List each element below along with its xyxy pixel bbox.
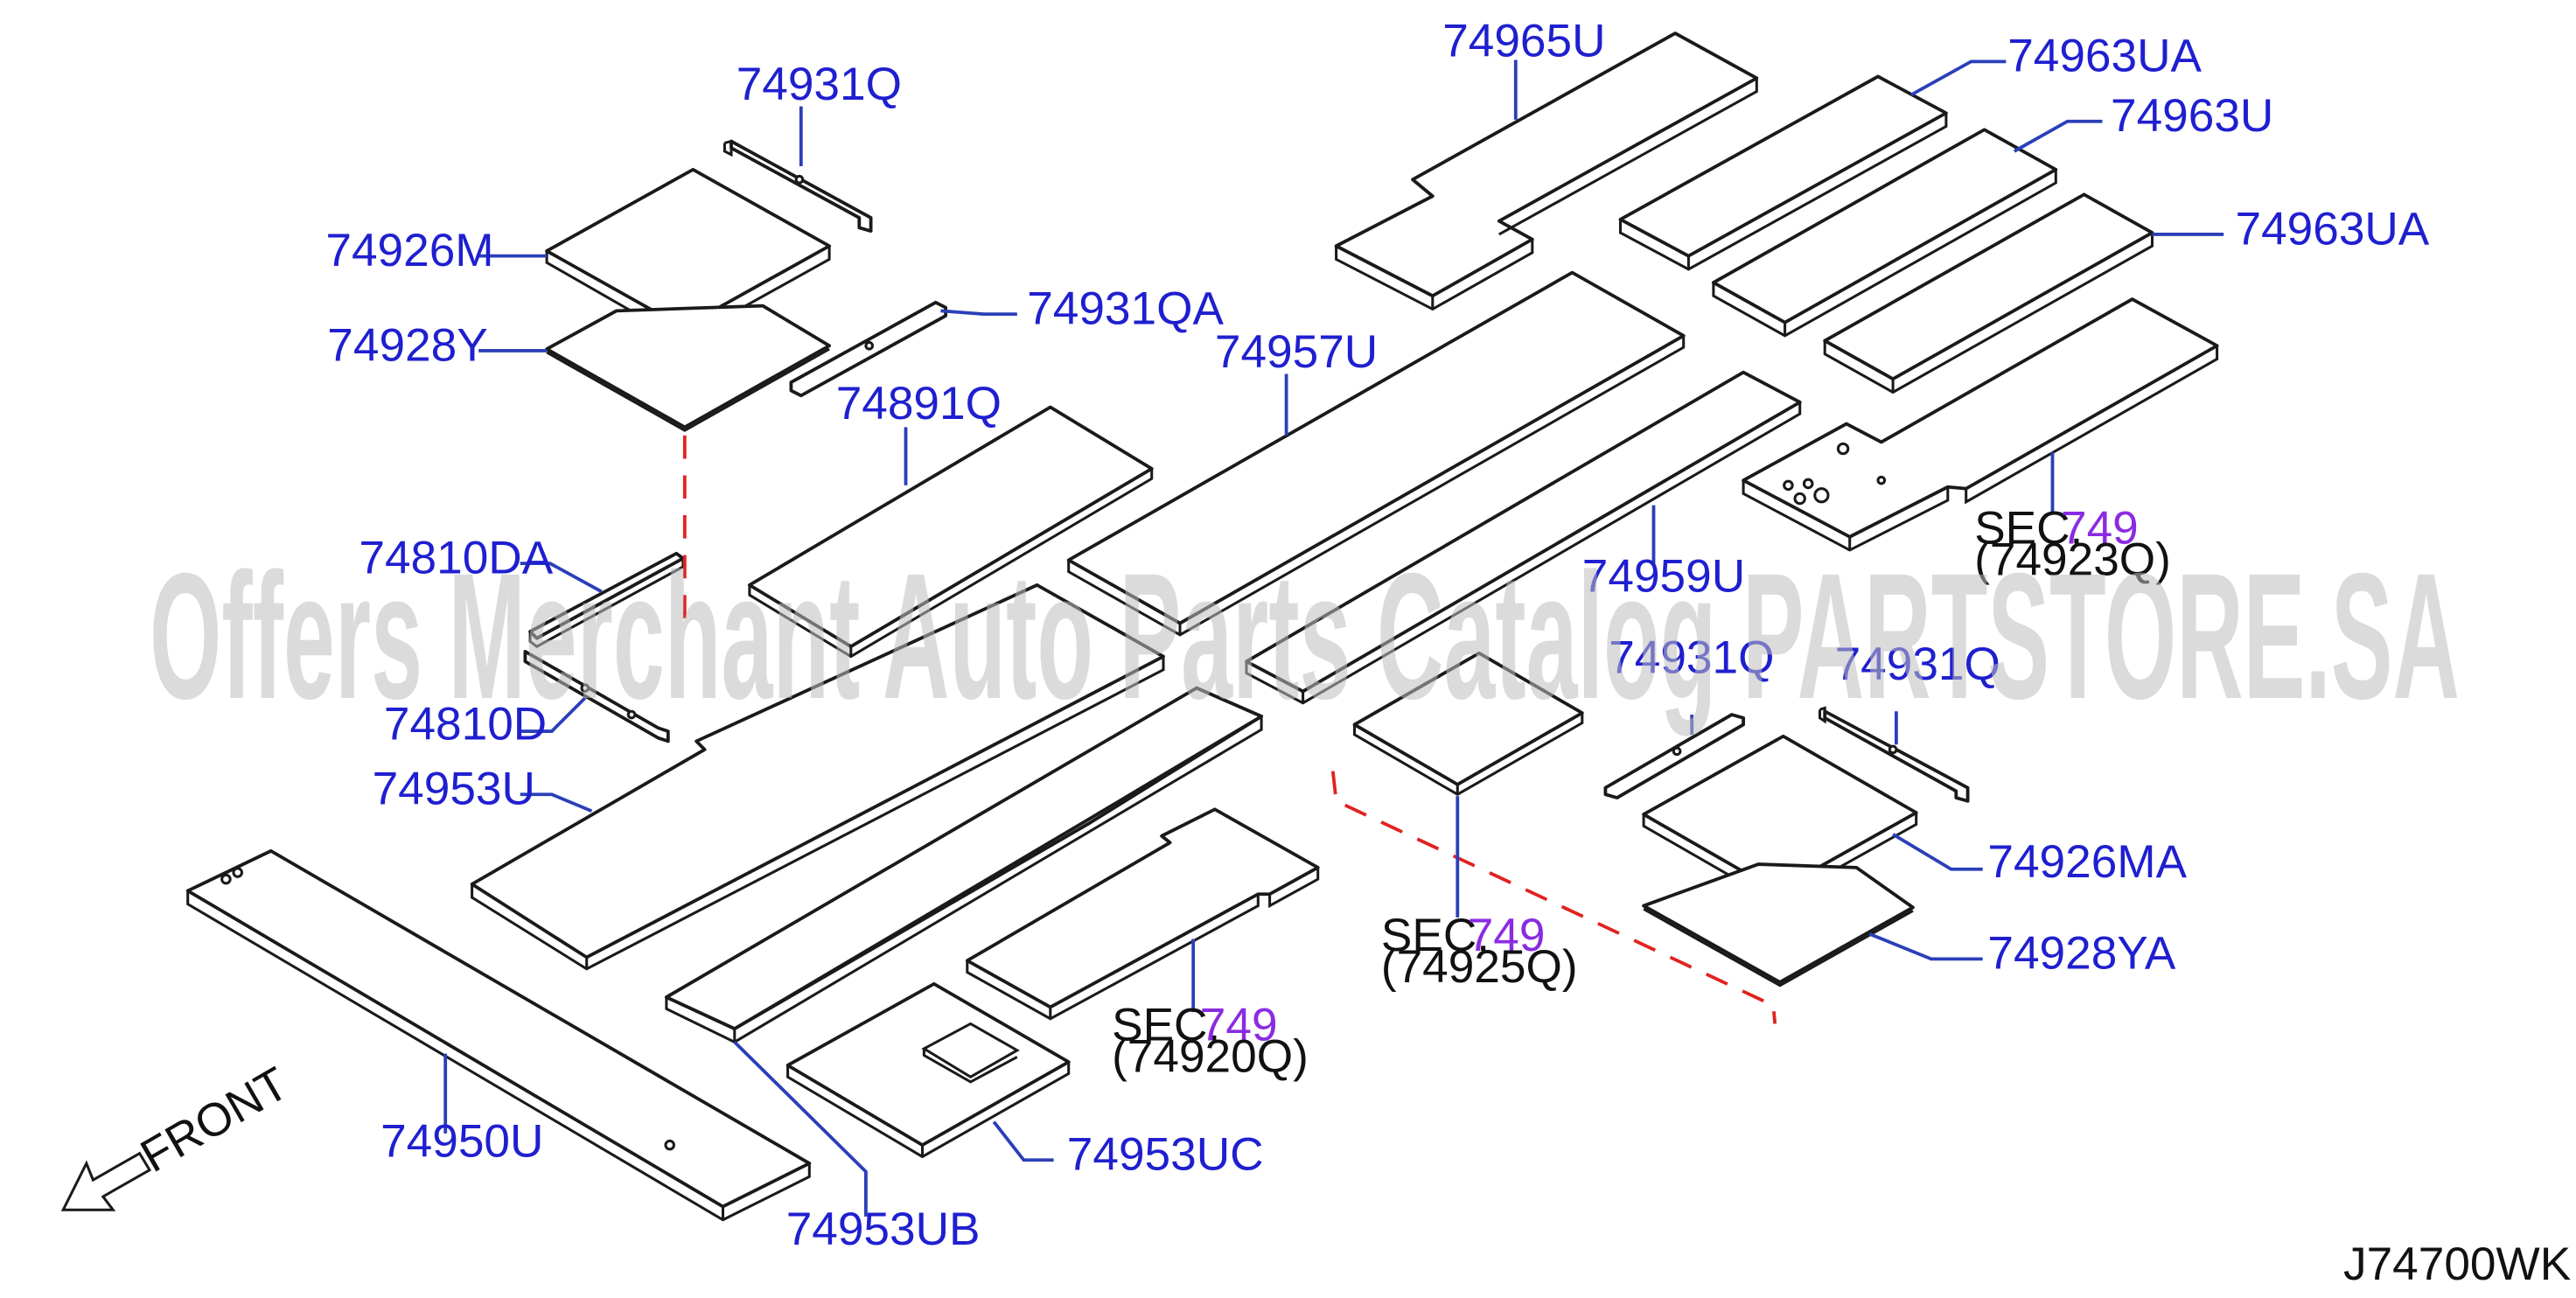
sec-ref: (74925Q) [1381,941,1578,993]
sec-number-link[interactable]: 749 [2061,502,2139,554]
sec-number-link[interactable]: 749 [1200,999,1278,1050]
bracket-74931q-right-a [1603,713,1745,799]
panel-74953ub [665,686,1263,1044]
section-ref-74925q: SEC. 749 (74925Q) [1381,910,1578,993]
bracket-74931q [723,139,873,234]
label-74963u: 74963U [2111,90,2273,142]
sec-ref: (74923Q) [1974,534,2171,585]
panel-74963u [1711,128,2058,338]
panel-74957u [1066,270,1686,637]
label-74963ua-mid: 74963UA [2236,203,2430,255]
strip-74810d [523,649,670,743]
leader-lines [443,59,2224,1217]
label-74931qa: 74931QA [1027,283,1224,335]
panel-sec-74920q [965,807,1320,1021]
watermark: Offers Merchant Auto Parts Catalog PARTS… [150,536,2460,736]
panel-74953uc [785,981,1071,1159]
sec-label: SEC. [1381,910,1490,961]
front-label: FRONT [132,1057,297,1183]
sheet-74928ya [1642,862,1915,987]
front-arrow-icon [60,1151,152,1211]
label-74953u: 74953U [373,764,535,815]
label-74963ua-top: 74963UA [2007,31,2202,82]
label-74931q-right-a: 74931Q [1609,632,1774,684]
label-74957u: 74957U [1215,326,1378,378]
label-74810d: 74810D [384,699,547,750]
label-74926m: 74926M [325,225,493,276]
panel-74963ua-top [1618,74,1948,271]
sec-number-link[interactable]: 749 [1468,910,1546,961]
label-74965u: 74965U [1442,16,1605,67]
label-74950u: 74950U [380,1115,543,1167]
panel-sec-74923q [1742,297,2219,552]
label-74928y: 74928Y [327,319,487,371]
label-74931q-right-b: 74931Q [1835,639,2000,690]
label-74810da: 74810DA [359,533,553,584]
bracket-74931q-right-b [1818,706,1970,803]
sec-label: SEC. [1974,502,2083,554]
label-74928ya: 74928YA [1987,928,2175,980]
label-74953uc: 74953UC [1067,1129,1264,1181]
section-ref-74920q: SEC. 749 (74920Q) [1112,999,1309,1082]
label-74959u: 74959U [1582,550,1745,602]
label-74931q: 74931Q [736,59,902,110]
panel-74959u [1245,370,1802,705]
panel-74953u [470,583,1165,971]
section-ref-74923q: SEC. 749 (74923Q) [1974,502,2171,585]
bracket-74931qa [789,300,947,398]
front-indicator: FRONT [60,1057,297,1211]
label-74926ma: 74926MA [1987,836,2187,888]
diagram-code: J74700WK [2343,1239,2571,1290]
sec-label: SEC. [1112,999,1220,1050]
alignment-guide-right [1330,771,1777,1024]
panel-74965u [1334,31,1759,311]
sheet-74928y [545,304,831,432]
pad-sec-74925q [1352,651,1584,797]
sec-ref: (74920Q) [1112,1031,1309,1083]
panel-74950u [185,848,812,1222]
panel-74891q [748,405,1154,659]
label-74953ub: 74953UB [786,1204,981,1255]
label-74891q: 74891Q [836,378,1002,429]
